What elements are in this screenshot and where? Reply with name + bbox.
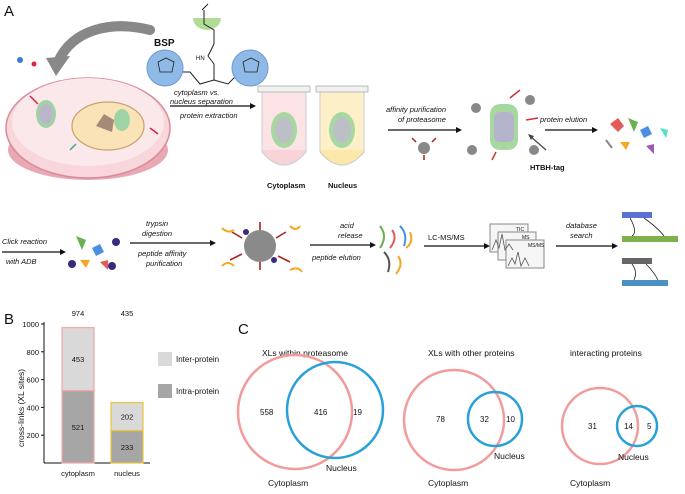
released-peptides-icon <box>379 225 413 275</box>
bar-total-label: 435 <box>121 309 134 318</box>
bsp-label: BSP <box>154 38 175 49</box>
panel-c-label: C <box>238 321 249 338</box>
y-tick-label: 600 <box>26 376 39 385</box>
cytoplasm-tube-icon <box>257 85 311 166</box>
database-label-line1: database <box>566 221 597 230</box>
venn-cytoplasm-label: Cytoplasm <box>428 478 468 488</box>
chromatogram-label-tic: TIC <box>516 227 524 233</box>
venn-cytoplasm-circle <box>402 368 506 472</box>
venn-proteasome: XLs within proteasome 558 416 19 Nucleus… <box>236 348 385 488</box>
chromatogram-label-ms: MS <box>522 235 530 241</box>
separation-label-line2: nucleus separation <box>170 97 233 106</box>
svg-text:HN: HN <box>196 56 205 62</box>
legend-swatch-inter <box>158 352 172 366</box>
bar-label-inter: 202 <box>121 413 134 422</box>
venn-cytoplasm-circle <box>236 353 354 471</box>
trypsin-label-line2: digestion <box>142 229 172 238</box>
stacked-bar-chart: 200 400 600 800 1000 521 453 974 cytoplasm 233 202… <box>22 309 150 478</box>
reagent-entry-arrow-icon <box>53 21 155 67</box>
elution-label: protein elution <box>539 115 587 124</box>
peptide-affinity-label-line2: purification <box>145 259 182 268</box>
panel-a-label: A <box>4 3 14 20</box>
y-tick-label: 400 <box>26 403 39 412</box>
separation-label-line1: cytoplasm vs. <box>174 88 219 97</box>
venn-overlap: 32 <box>480 415 489 424</box>
venn-nucleus-circle <box>615 404 659 448</box>
click-label-line2: with ADB <box>6 257 37 266</box>
category-label: nucleus <box>114 469 140 478</box>
venn-nucleus-label: Nucleus <box>326 463 357 473</box>
crosslink-map-icon <box>622 212 678 286</box>
legend-label-inter: Inter-protein <box>176 355 219 364</box>
bsp-molecule-icon: HN <box>146 3 269 87</box>
eluted-proteins-icon <box>605 118 668 154</box>
y-tick-label: 800 <box>26 348 39 357</box>
bar-inter-nucleus <box>110 401 144 432</box>
nucleus-tube-label: Nucleus <box>328 181 357 190</box>
venn-other-proteins: XLs with other proteins 78 32 10 Nucleus… <box>402 348 525 488</box>
venn-only-nucleus: 5 <box>647 422 652 431</box>
y-tick-label: 1000 <box>22 320 39 329</box>
venn-only-cytoplasm: 558 <box>260 408 274 417</box>
venn-only-cytoplasm: 78 <box>436 415 445 424</box>
panel-b-label: B <box>4 311 14 328</box>
venn-only-nucleus: 19 <box>353 408 362 417</box>
htbh-tag-label: HTBH-tag <box>530 163 565 172</box>
venn-only-nucleus: 10 <box>506 415 515 424</box>
affinity-label-line1: affinity purification <box>386 105 446 114</box>
legend-label-intra: Intra-protein <box>176 387 219 396</box>
acid-label-line2: release <box>338 231 363 240</box>
venn-title: XLs within proteasome <box>262 348 348 358</box>
nucleus-tube-icon <box>315 85 369 166</box>
venn-title: interacting proteins <box>570 348 642 358</box>
cytoplasm-tube-label: Cytoplasm <box>267 181 306 190</box>
purified-proteasome-icon <box>467 89 539 161</box>
y-axis-label: cross-links (XL sites) <box>16 369 26 447</box>
venn-nucleus-label: Nucleus <box>494 451 525 461</box>
venn-overlap: 14 <box>624 422 633 431</box>
venn-title: XLs with other proteins <box>428 348 514 358</box>
venn-cytoplasm-label: Cytoplasm <box>570 478 610 488</box>
venn-cytoplasm-circle <box>560 386 640 466</box>
venn-overlap: 416 <box>314 408 328 417</box>
extraction-label: protein extraction <box>179 111 238 120</box>
venn-nucleus-label: Nucleus <box>618 452 649 462</box>
y-tick-label: 200 <box>26 431 39 440</box>
database-label-line2: search <box>570 231 593 240</box>
bar-label-intra: 233 <box>121 443 134 452</box>
peptide-elution-label: peptide elution <box>311 253 361 262</box>
chromatogram-label-msms: MS/MS <box>528 243 545 249</box>
cell-illustration-icon <box>5 57 171 180</box>
peptide-bead-icon <box>221 222 303 273</box>
bar-label-inter: 453 <box>72 355 85 364</box>
venn-nucleus-circle <box>285 360 385 460</box>
trypsin-label-line1: trypsin <box>146 219 168 228</box>
click-label-line1: Click reaction <box>2 237 47 246</box>
affinity-label-line2: of proteasome <box>398 115 446 124</box>
lcms-label: LC-MS/MS <box>428 233 465 242</box>
chromatogram-stack-icon <box>489 223 545 269</box>
venn-cytoplasm-label: Cytoplasm <box>268 478 308 488</box>
htbh-tag-pointer-icon <box>529 135 547 151</box>
venn-nucleus-circle <box>466 390 524 448</box>
reagent-entry-arrowhead-icon <box>46 56 70 76</box>
bar-inter-cytoplasm <box>61 327 95 392</box>
bar-label-intra: 521 <box>72 423 85 432</box>
venn-interacting-proteins: interacting proteins 31 14 5 Nucleus Cyt… <box>560 348 659 488</box>
legend-swatch-intra <box>158 384 172 398</box>
bar-intra-cytoplasm <box>61 389 95 464</box>
acid-label-line1: acid <box>340 221 355 230</box>
clicked-proteins-icon <box>68 236 120 270</box>
peptide-affinity-label-line1: peptide affinity <box>137 249 188 258</box>
venn-only-cytoplasm: 31 <box>588 422 597 431</box>
bar-total-label: 974 <box>72 309 85 318</box>
category-label: cytoplasm <box>61 469 95 478</box>
affinity-bead-icon <box>411 137 437 160</box>
